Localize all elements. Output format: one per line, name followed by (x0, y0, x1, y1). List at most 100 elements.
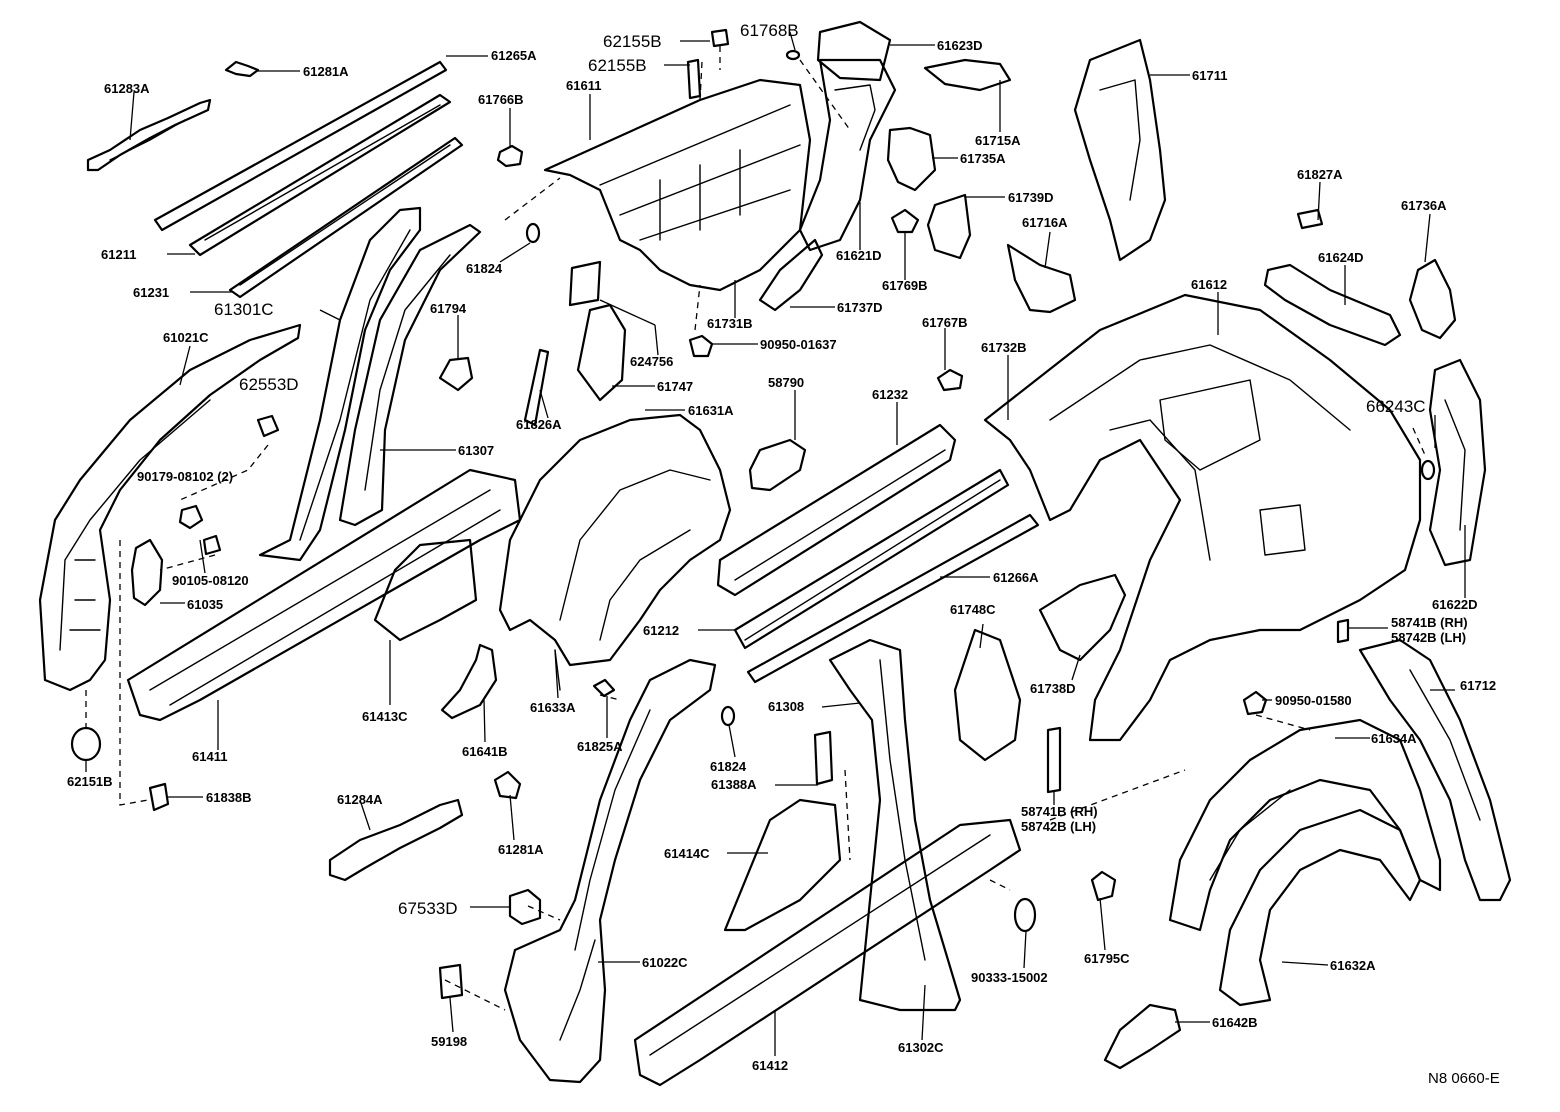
part-61767B-shape (936, 368, 964, 392)
part-61412-shape (633, 818, 1022, 1087)
label-61767B: 61767B (922, 315, 968, 330)
label-61302C: 61302C (898, 1040, 944, 1055)
label-61283A: 61283A (104, 81, 150, 96)
label-61732B: 61732B (981, 340, 1027, 355)
part-61284A-shape (328, 798, 464, 882)
part-61736A-shape (1408, 258, 1457, 340)
label-61735A: 61735A (960, 151, 1006, 166)
label-624756: 624756 (630, 354, 673, 369)
part-62155B-cube-shape (710, 28, 730, 48)
part-61824-mid-shape (720, 705, 736, 727)
part-61035-shape (130, 538, 164, 607)
label-61307: 61307 (458, 443, 494, 458)
part-61826A-shape (523, 348, 550, 427)
part-61838B-shape (148, 782, 170, 812)
label-61631A: 61631A (688, 403, 734, 418)
label-61731B: 61731B (707, 316, 753, 331)
part-61414C-shape (723, 798, 842, 932)
part-62155B-bar-shape (686, 58, 702, 100)
label-90105: 90105-08120 (172, 573, 249, 588)
part-61769B-shape (890, 208, 920, 234)
label-61747: 61747 (657, 379, 693, 394)
label-61838B: 61838B (206, 790, 252, 805)
part-61794-shape (438, 356, 474, 392)
part-62151B-shape (70, 726, 102, 762)
part-labels: 61281A 61265A 61283A 62155B 62155B 61768… (67, 21, 1496, 1073)
part-61413C-shape (373, 538, 478, 642)
label-58741B-rh-2: 58741B (RH) (1021, 804, 1098, 819)
part-61632A-shape (1218, 808, 1422, 1007)
part-61715A-shape (923, 58, 1012, 92)
label-61231: 61231 (133, 285, 169, 300)
label-61748C: 61748C (950, 602, 996, 617)
part-58741B-1-shape (1336, 618, 1350, 644)
label-61624D: 61624D (1318, 250, 1364, 265)
label-61795C: 61795C (1084, 951, 1130, 966)
label-61413C: 61413C (362, 709, 408, 724)
part-61634A-shape (1168, 718, 1442, 932)
label-61634A: 61634A (1371, 731, 1417, 746)
part-90179-shape (178, 504, 204, 530)
part-61022C-shape (503, 658, 717, 1084)
label-61622D: 61622D (1432, 597, 1478, 612)
label-61825A: 61825A (577, 739, 623, 754)
label-61035: 61035 (187, 597, 223, 612)
label-58742B-lh-2: 58742B (LH) (1021, 819, 1096, 834)
label-61621D: 61621D (836, 248, 882, 263)
label-61827A: 61827A (1297, 167, 1343, 182)
label-61794: 61794 (430, 301, 467, 316)
part-61768B-shape (785, 49, 801, 61)
part-90333-15002-shape (1013, 897, 1037, 933)
label-61612: 61612 (1191, 277, 1227, 292)
part-61283A-shape (86, 98, 212, 172)
part-59198-shape (438, 963, 464, 1000)
label-61641B: 61641B (462, 744, 508, 759)
label-61308: 61308 (768, 699, 804, 714)
part-61738D-shape (1038, 573, 1127, 662)
label-62155B-b: 62155B (588, 56, 647, 75)
part-61612-shape (983, 293, 1422, 742)
label-61388A: 61388A (711, 777, 757, 792)
part-58741B-2-shape (1046, 726, 1062, 794)
label-61739D: 61739D (1008, 190, 1054, 205)
label-61824-mid: 61824 (710, 759, 747, 774)
label-61736A: 61736A (1401, 198, 1447, 213)
label-61411: 61411 (192, 749, 227, 764)
part-61735A-shape (886, 126, 937, 192)
part-624756-shape (568, 260, 602, 307)
label-61738D: 61738D (1030, 681, 1076, 696)
label-61414C: 61414C (664, 846, 710, 861)
label-58790: 58790 (768, 375, 804, 390)
part-90950-01580-shape (1242, 690, 1268, 716)
part-61388A-shape (813, 730, 834, 786)
part-90105-shape (202, 534, 222, 556)
label-61826A: 61826A (516, 417, 562, 432)
label-61232: 61232 (872, 387, 908, 402)
part-61307-shape (338, 223, 482, 527)
label-66243C: 66243C (1366, 397, 1426, 416)
part-67533D-shape (508, 888, 542, 926)
label-61623D: 61623D (937, 38, 983, 53)
leader-lines (85, 31, 1466, 1056)
label-61265A: 61265A (491, 48, 537, 63)
part-61232-shape (716, 423, 957, 597)
part-66243C-shape (1420, 459, 1436, 481)
part-61711-shape (1073, 38, 1167, 262)
part-61621D-shape (798, 58, 897, 252)
part-61302C-shape (828, 638, 962, 1012)
label-61711: 61711 (1192, 68, 1227, 83)
label-62553D: 62553D (239, 375, 299, 394)
part-61266A-shape (746, 513, 1040, 684)
part-61825A-shape (592, 678, 616, 698)
part-61712-shape (1358, 638, 1512, 902)
label-59198: 59198 (431, 1034, 467, 1049)
label-61824-top: 61824 (466, 261, 503, 276)
label-61266A: 61266A (993, 570, 1039, 585)
part-61716A-shape (1006, 243, 1077, 314)
part-61624D-shape (1263, 263, 1402, 347)
label-58741B-rh-1: 58741B (RH) (1391, 615, 1468, 630)
part-61281A-top-shape (224, 60, 260, 78)
label-61766B: 61766B (478, 92, 524, 107)
part-61623D-shape (816, 20, 892, 82)
